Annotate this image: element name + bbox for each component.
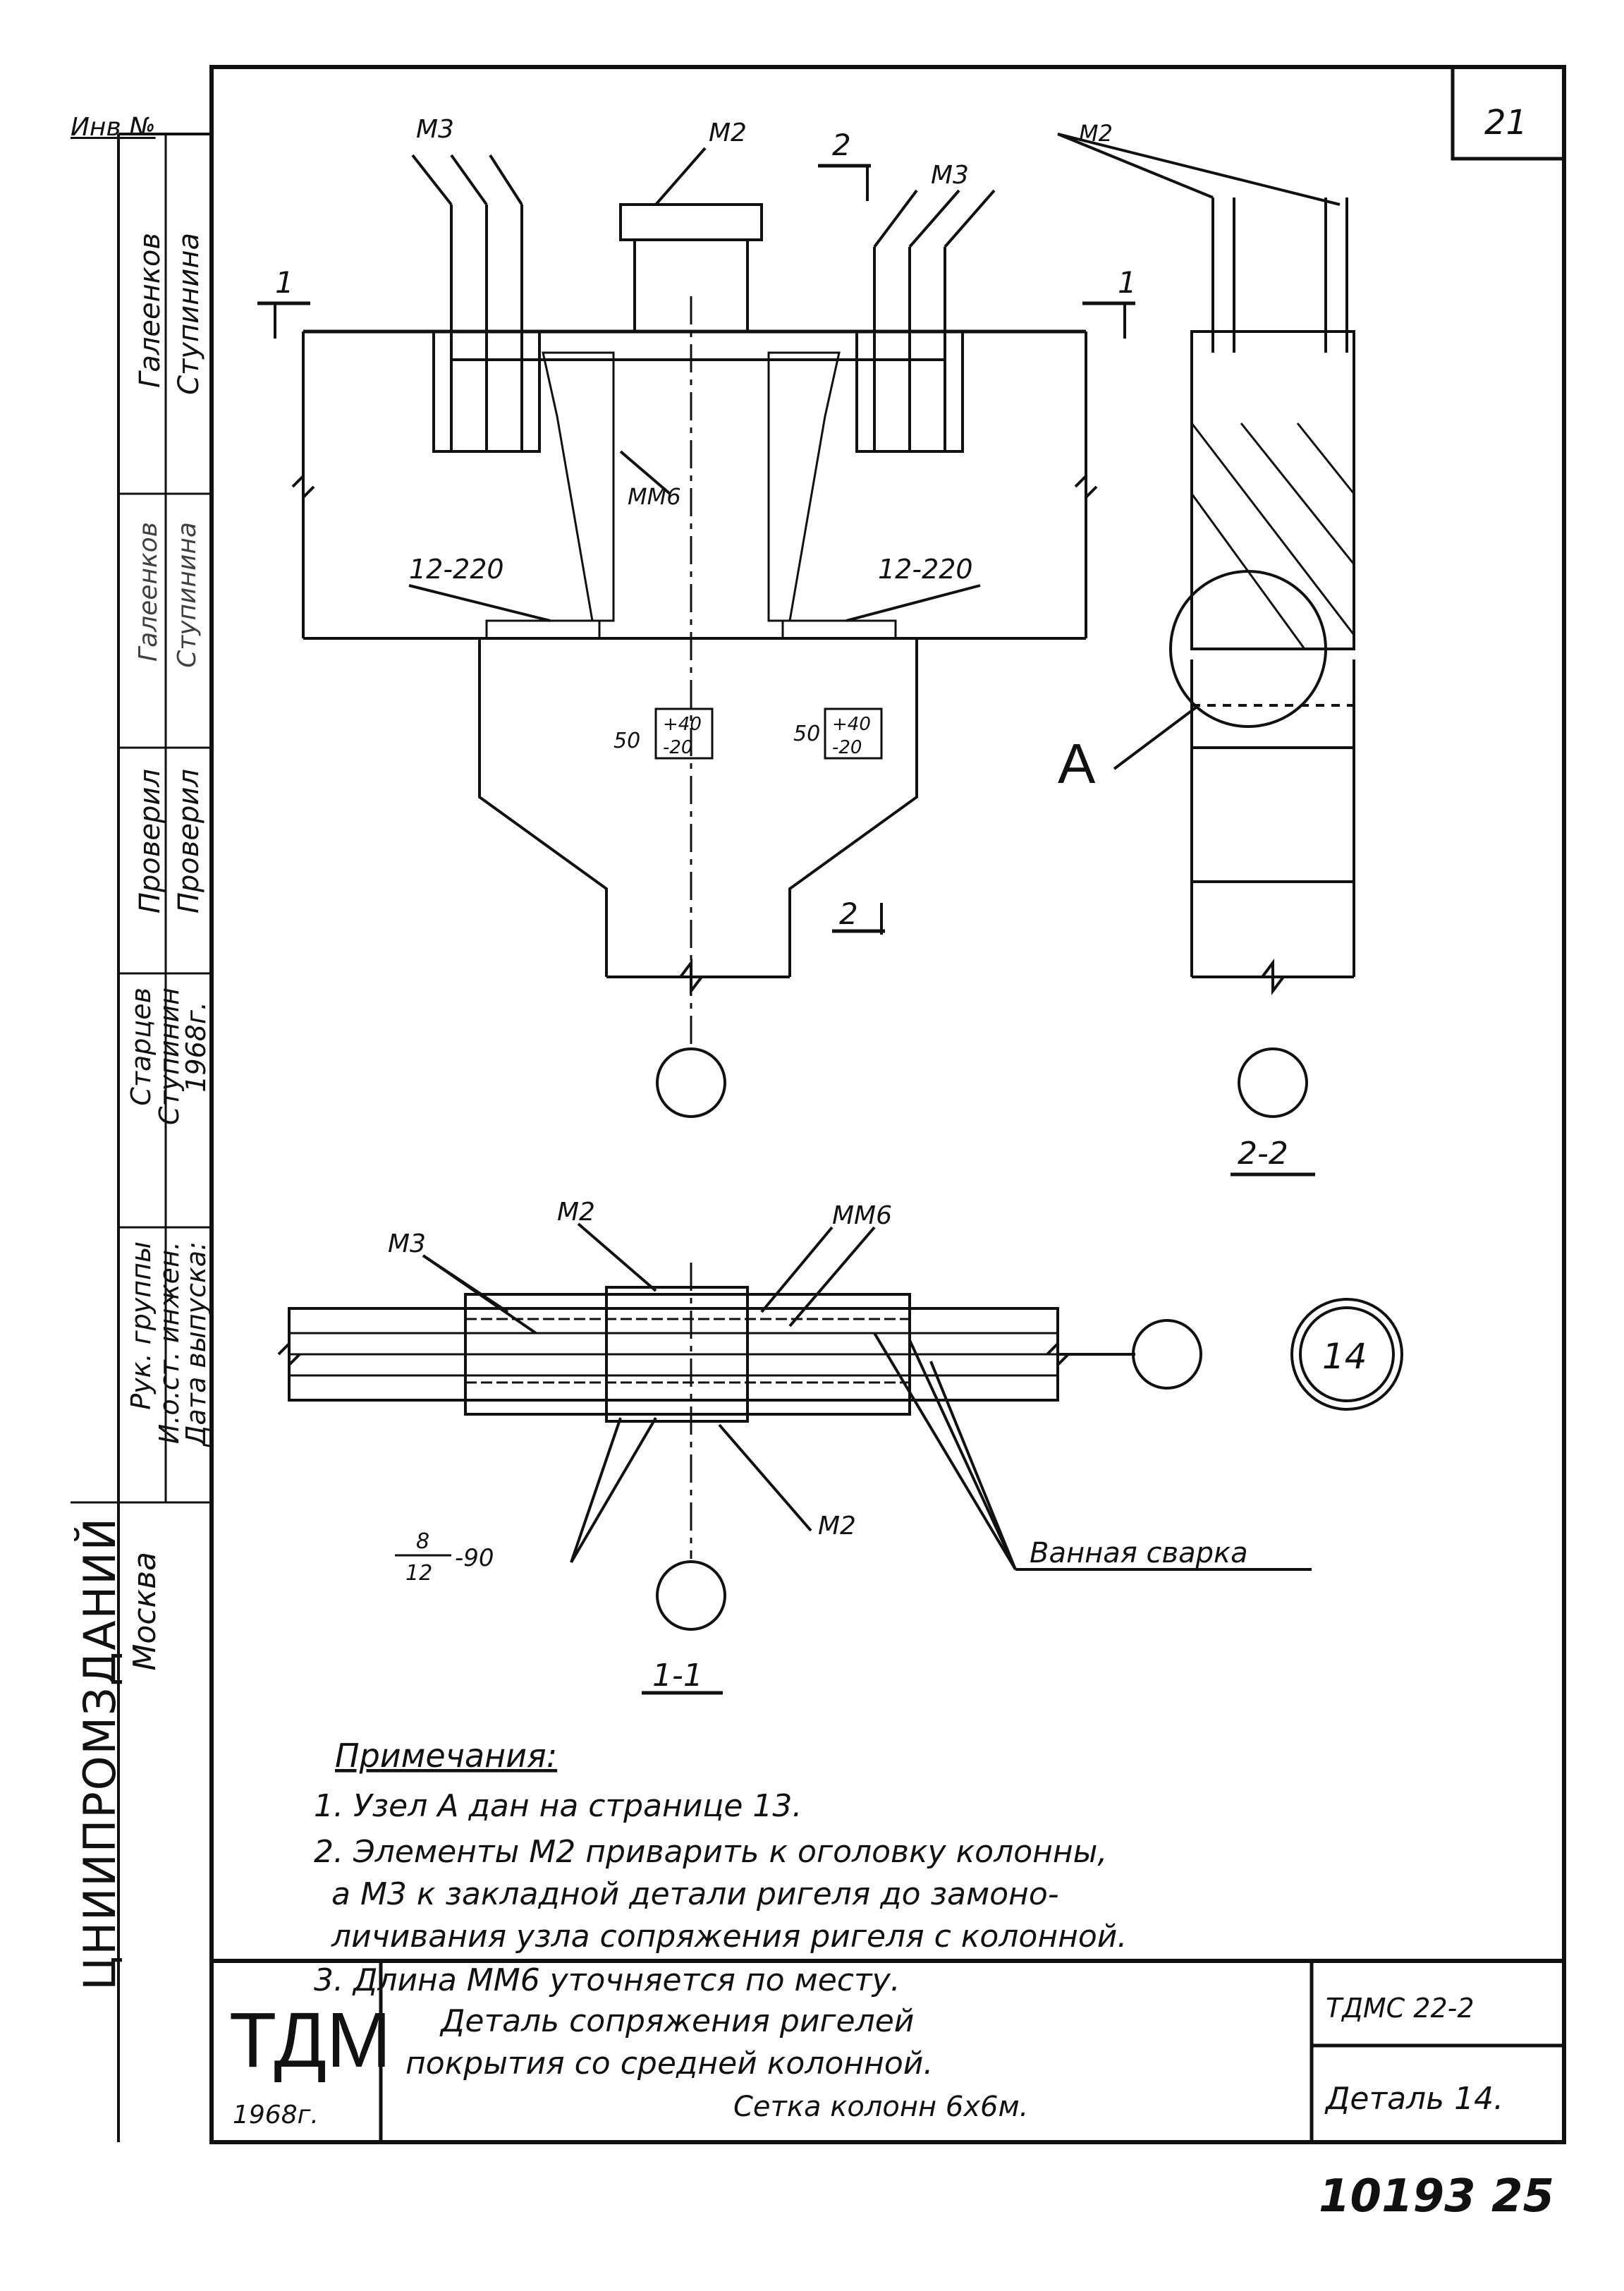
stamp-role-3: Дата выпуска: — [181, 1241, 212, 1447]
logo-year: 1968г. — [233, 2101, 319, 2129]
title-line-1: Деталь сопряжения ригелей — [439, 2003, 914, 2039]
stamp-signature-2: Ступинина — [173, 522, 202, 668]
stamp-name-3: 1968г. — [181, 1002, 212, 1093]
label-m3-right: М3 — [931, 161, 969, 190]
detail-label: Деталь 14. — [1324, 2081, 1503, 2117]
label-tol-minus-left: -20 — [663, 737, 692, 758]
main-elevation-view — [257, 147, 1135, 1118]
label-section-2-bottom: 2 — [839, 897, 858, 931]
label-m2-plan-top: М2 — [557, 1198, 595, 1227]
stamp-checked-2: Проверил — [173, 769, 205, 914]
stamp-name-1: Старцев — [126, 988, 157, 1106]
label-m3-left: М3 — [416, 115, 454, 144]
title-line-3: Сетка колонн 6х6м. — [733, 2091, 1028, 2123]
label-tol-plus-right: +40 — [832, 714, 871, 735]
note-item-1: 1. Узел А дан на странице 13. — [314, 1788, 802, 1824]
label-rebar-num: 8 — [416, 1529, 429, 1554]
title-line-2: покрытия со средней колонной. — [405, 2046, 933, 2082]
label-dim-50-left: 50 — [613, 729, 640, 753]
sheet-frame — [209, 65, 1566, 2144]
label-m2-plan-bottom: М2 — [818, 1512, 856, 1540]
label-m3-plan: М3 — [388, 1229, 426, 1258]
label-section-2-top: 2 — [832, 128, 851, 162]
label-mm6: ММ6 — [628, 483, 681, 510]
notes-heading: Примечания: — [335, 1737, 557, 1775]
label-section-1-right: 1 — [1118, 265, 1137, 300]
label-rebar-den: 12 — [405, 1561, 432, 1586]
label-section-1-1: 1-1 — [652, 1658, 703, 1694]
page-number: 21 — [1484, 103, 1527, 142]
note-item-5: 3. Длина ММ6 уточняется по месту. — [314, 1962, 900, 1998]
page-number-box — [1451, 65, 1566, 161]
tolerance-box-right — [824, 707, 883, 760]
stamp-checked-1: Проверил — [134, 769, 166, 914]
label-tol-plus-left: +40 — [663, 714, 702, 735]
stamp-role-1: Рук. группы — [126, 1241, 157, 1410]
org-block: ЦНИИПРОМЗДАНИЙ — [74, 1517, 126, 1991]
note-item-3: а М3 к закладной детали ригеля до замоно… — [331, 1876, 1059, 1912]
label-rebar-spacing: -90 — [455, 1544, 494, 1572]
label-tol-minus-right: -20 — [832, 737, 862, 758]
label-section-1-left: 1 — [275, 265, 294, 300]
doc-code: ТДМС 22-2 — [1326, 1993, 1475, 2024]
stamp-name-col2-1: Галеенков — [134, 233, 166, 388]
inv-label-text: Инв № — [71, 113, 156, 142]
note-item-4: личивания узла сопряжения ригеля с колон… — [331, 1919, 1127, 1955]
label-m2-top: М2 — [709, 119, 747, 147]
label-welding: Ванная сварка — [1030, 1537, 1248, 1569]
label-m2-section22: М2 — [1079, 120, 1113, 147]
label-dim-50-right: 50 — [793, 722, 820, 746]
label-section-2-2: 2-2 — [1238, 1136, 1288, 1172]
section-1-1-view — [277, 1222, 1403, 1695]
stamp-signature-1: Галеенков — [134, 522, 163, 662]
label-12-220-right: 12-220 — [878, 554, 973, 585]
org-city: Москва — [127, 1552, 163, 1671]
tolerance-box-left — [654, 707, 714, 760]
label-node-a: А — [1058, 732, 1096, 795]
section-2-2-view — [1057, 133, 1355, 1177]
bottom-number: 10193 25 — [1319, 2170, 1554, 2223]
stamp-name-col2-2: Ступинина — [173, 233, 205, 395]
logo-text: ТДМ — [229, 1997, 391, 2084]
label-mm6-plan: ММ6 — [832, 1201, 892, 1230]
label-12-220-left: 12-220 — [409, 554, 504, 585]
detail-number: 14 — [1322, 1336, 1367, 1377]
note-item-2: 2. Элементы М2 приварить к оголовку коло… — [314, 1834, 1107, 1870]
